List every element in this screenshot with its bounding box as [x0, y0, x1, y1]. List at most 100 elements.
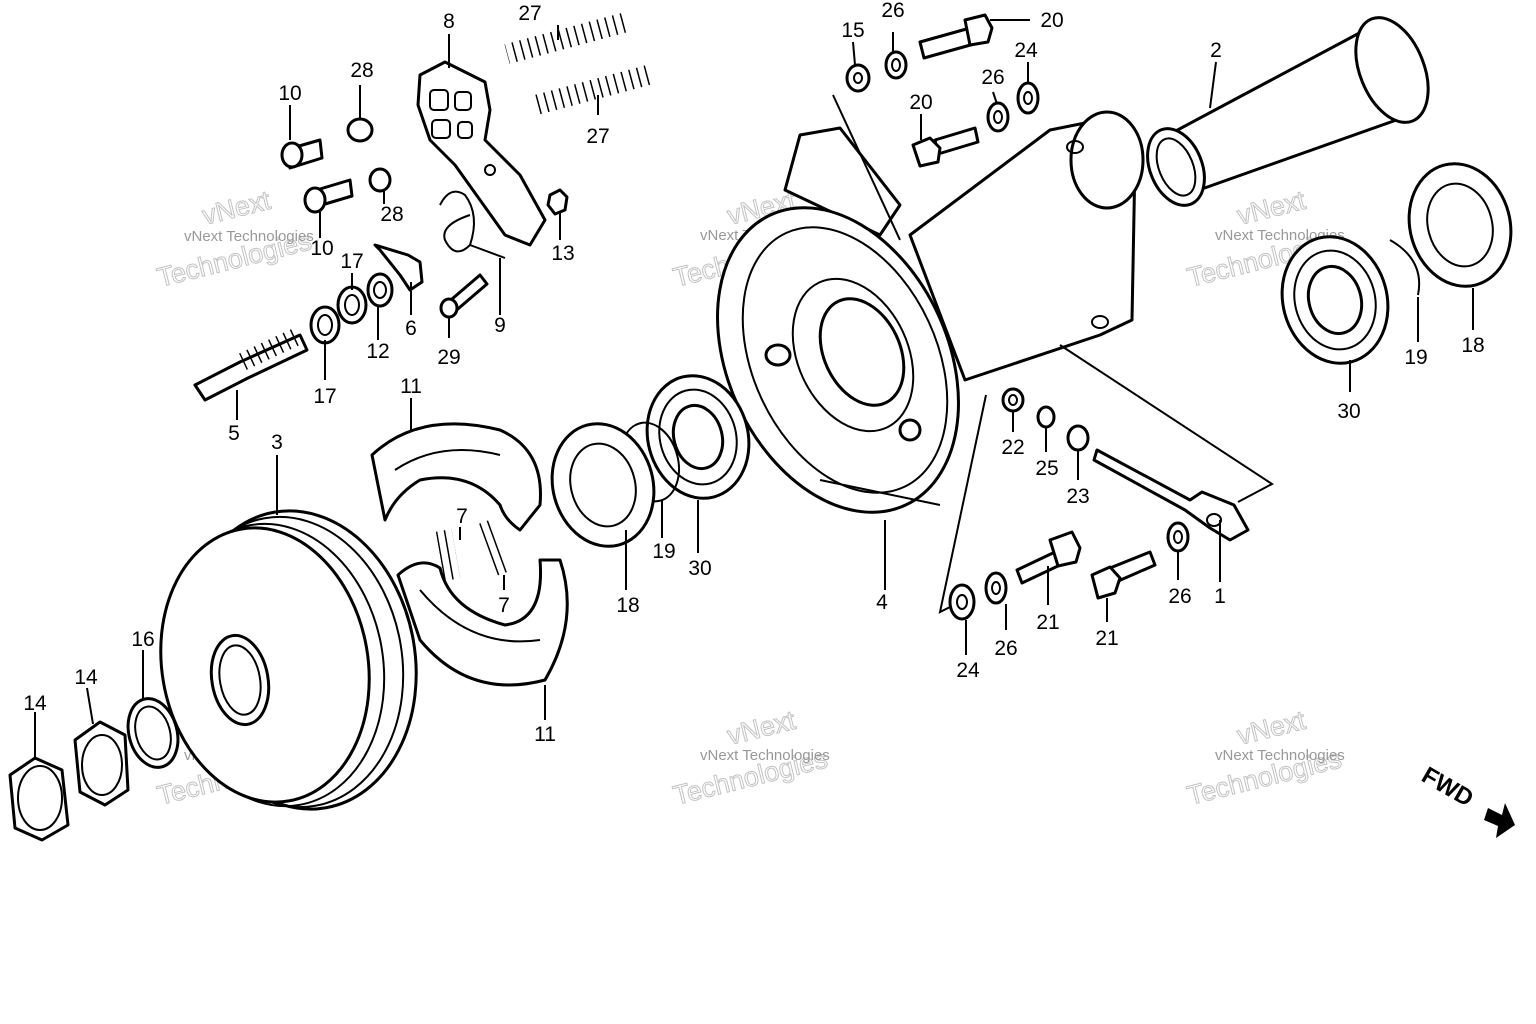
callout-16: 16 [131, 628, 154, 651]
part-nut-14a [8, 756, 70, 842]
part-spring-9 [439, 190, 506, 259]
part-collar-28a [346, 117, 374, 143]
callout-15: 15 [841, 19, 864, 42]
callout-12: 12 [366, 340, 389, 363]
watermark-top-left: vNext vNext Technologies Technologies [154, 184, 315, 293]
part-oil-seal-center [550, 422, 656, 548]
callout-26-right: 26 [1168, 585, 1191, 608]
callout-19-right: 19 [1404, 346, 1427, 369]
part-washer-26a [884, 50, 908, 80]
part-washer-15 [845, 63, 871, 93]
part-nut-12 [366, 272, 394, 308]
callout-24-upper: 24 [1014, 39, 1038, 62]
part-brake-cam [193, 328, 309, 402]
part-bolt-29 [439, 273, 489, 319]
svg-text:vNext: vNext [199, 185, 274, 231]
part-felt-seal-17b [309, 305, 341, 345]
part-washer-25 [1036, 405, 1056, 429]
callout-7-lower: 7 [498, 594, 510, 617]
callout-30-center: 30 [688, 557, 711, 580]
svg-text:vNext Technologies: vNext Technologies [184, 228, 314, 245]
part-return-springs [435, 518, 512, 582]
svg-text:vNext: vNext [1234, 705, 1309, 751]
callout-6: 6 [405, 317, 417, 340]
part-axle-tube [1146, 16, 1430, 207]
fwd-arrow-indicator: FWD [1417, 762, 1515, 838]
callout-14-left: 14 [23, 692, 47, 715]
part-felt-seal-17a [336, 285, 368, 325]
part-oil-seal-right [1407, 162, 1513, 288]
callout-14-right: 14 [74, 666, 98, 689]
part-washer-26c [1166, 521, 1190, 553]
callout-2: 2 [1210, 39, 1222, 62]
callout-11-upper: 11 [400, 375, 422, 398]
callout-11-lower: 11 [534, 723, 556, 746]
part-nut-22 [1001, 387, 1025, 413]
watermark-bottom-center: vNext vNext Technologies Technologies [670, 704, 831, 811]
callout-21-right: 21 [1095, 627, 1118, 650]
callout-30-right: 30 [1337, 400, 1360, 423]
callout-24-lower: 24 [956, 659, 980, 682]
svg-text:vNext: vNext [724, 705, 799, 751]
callout-26-mid: 26 [981, 66, 1004, 89]
part-bolt-10a [280, 138, 324, 170]
part-brake-housing [716, 110, 1145, 514]
svg-text:vNext: vNext [1234, 185, 1309, 231]
callout-labels: 1 2 3 4 5 6 7 7 8 9 10 10 11 11 12 13 14… [23, 0, 1484, 746]
callout-28-lower: 28 [380, 203, 403, 226]
part-collar-28b [368, 167, 392, 193]
part-washer-26b [986, 101, 1010, 133]
callout-1: 1 [1214, 585, 1226, 608]
callout-28-upper: 28 [350, 59, 373, 82]
watermark-bottom-right: vNext vNext Technologies Technologies [1184, 704, 1345, 811]
callout-18-center: 18 [616, 594, 639, 617]
part-nut-14b [73, 720, 130, 807]
callout-4: 4 [876, 591, 888, 614]
part-bolt-20b [911, 126, 980, 168]
callout-5: 5 [228, 422, 240, 445]
part-bolt-21a [1015, 530, 1082, 585]
callout-13: 13 [551, 242, 574, 265]
callout-10-lower: 10 [310, 237, 333, 260]
callout-20-upper: 20 [1040, 9, 1063, 32]
leader-arm-box [1059, 344, 1274, 503]
callout-23: 23 [1066, 485, 1089, 508]
part-bearing-center [645, 374, 751, 500]
part-bearing-right [1280, 235, 1390, 365]
part-bolt-21b [1090, 550, 1157, 600]
callout-29: 29 [437, 346, 460, 369]
callout-27-lower: 27 [586, 125, 609, 148]
leader-bolt-box [938, 394, 987, 614]
callout-26-bottom: 26 [994, 637, 1017, 660]
part-washer-23 [1066, 424, 1090, 452]
callout-27-upper: 27 [518, 2, 541, 25]
part-brake-shoe-upper [370, 422, 542, 532]
callout-26-top: 26 [881, 0, 904, 22]
svg-text:FWD: FWD [1417, 762, 1478, 813]
callout-25: 25 [1035, 457, 1058, 480]
svg-text:vNext Technologies: vNext Technologies [700, 747, 830, 764]
svg-text:vNext Technologies: vNext Technologies [1215, 747, 1345, 764]
callout-18-right: 18 [1461, 334, 1484, 357]
part-spring-27b [529, 64, 656, 116]
callout-22: 22 [1001, 436, 1024, 459]
callout-10-upper: 10 [278, 82, 301, 105]
part-indicator-6 [373, 243, 424, 292]
part-washer-24a [1016, 81, 1040, 115]
part-bolt-10b [303, 178, 354, 214]
part-washer-24b [948, 583, 976, 621]
part-brake-arm-rod-1 [1092, 448, 1250, 542]
leader-housing-bracket [832, 94, 901, 241]
callout-7-upper: 7 [456, 505, 468, 528]
part-bolt-20a [918, 13, 994, 60]
part-nut-13 [546, 188, 569, 216]
part-snap-ring-right [1389, 239, 1421, 296]
callout-9: 9 [494, 314, 506, 337]
callout-8: 8 [443, 10, 455, 33]
callout-20-lower: 20 [909, 91, 932, 114]
part-washer-26d [984, 571, 1008, 605]
callout-21-left: 21 [1036, 611, 1059, 634]
callout-17-lower: 17 [313, 385, 336, 408]
callout-leaders [34, 19, 1474, 760]
